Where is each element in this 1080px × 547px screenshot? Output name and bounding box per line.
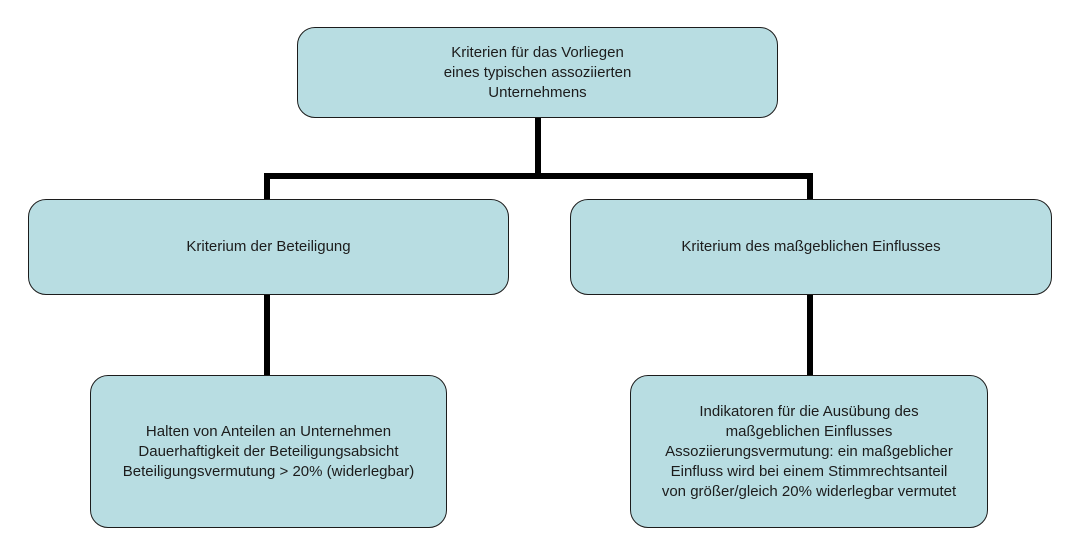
edge-branch-bar bbox=[264, 173, 813, 179]
edge-left-branch-drop bbox=[264, 173, 270, 200]
edge-mid-left-to-leaf bbox=[264, 295, 270, 376]
edge-root-stem bbox=[535, 118, 541, 179]
edge-right-branch-drop bbox=[807, 173, 813, 200]
node-participation-details: Halten von Anteilen an Unternehmen Dauer… bbox=[90, 375, 447, 528]
node-root-criteria: Kriterien für das Vorliegen eines typisc… bbox=[297, 27, 778, 118]
node-criterion-participation: Kriterium der Beteiligung bbox=[28, 199, 509, 295]
node-participation-details-label: Halten von Anteilen an Unternehmen Dauer… bbox=[122, 422, 415, 480]
node-criterion-significant-influence-label: Kriterium des maßgeblichen Einflusses bbox=[681, 238, 941, 255]
node-influence-indicators: Indikatoren für die Ausübung des maßgebl… bbox=[630, 375, 988, 528]
node-criterion-significant-influence: Kriterium des maßgeblichen Einflusses bbox=[570, 199, 1052, 295]
node-criterion-participation-label: Kriterium der Beteiligung bbox=[186, 238, 351, 255]
node-root-label: Kriterien für das Vorliegen eines typisc… bbox=[443, 43, 632, 101]
node-influence-indicators-label: Indikatoren für die Ausübung des maßgebl… bbox=[661, 402, 957, 500]
edge-mid-right-to-leaf bbox=[807, 295, 813, 376]
